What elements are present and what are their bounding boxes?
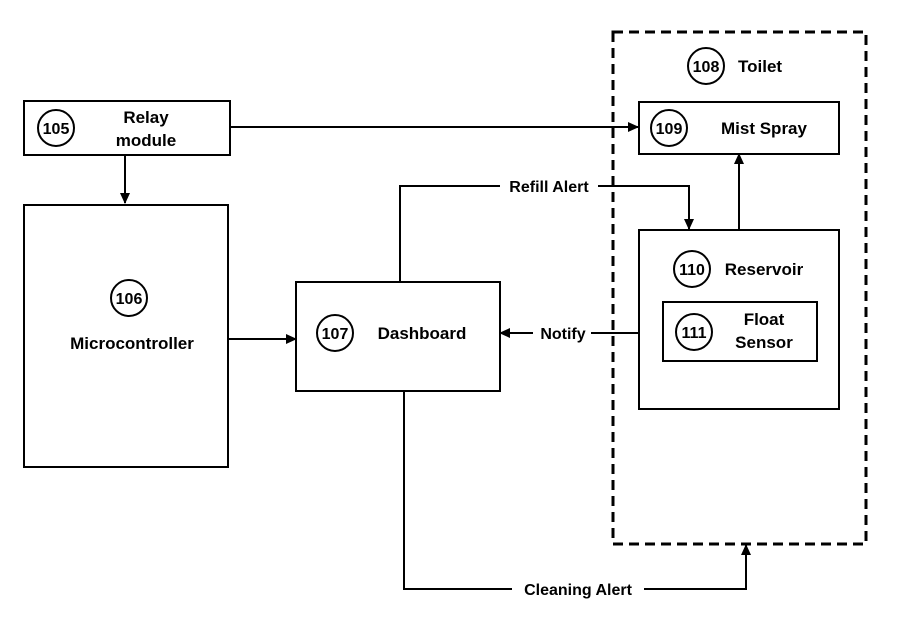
microcontroller-node: 106 Microcontroller	[23, 204, 229, 468]
float-sensor-node: 111 Float Sensor	[662, 301, 818, 362]
toilet-label: 108 Toilet	[687, 47, 782, 85]
mist-spray-node: 109 Mist Spray	[638, 101, 840, 155]
toilet-boundary	[611, 30, 868, 546]
node-number: 109	[656, 121, 683, 138]
edge-label-refill: Refill Alert	[509, 179, 589, 196]
node-label: Sensor	[735, 333, 793, 352]
node-label: Mist Spray	[721, 119, 808, 138]
edge-cleaning-alert	[403, 391, 751, 590]
node-number: 108	[693, 59, 720, 76]
node-label: Float	[744, 310, 785, 329]
node-number: 110	[679, 262, 705, 279]
node-label: Dashboard	[378, 324, 467, 343]
dashboard-node: 107 Dashboard	[295, 281, 501, 392]
node-label: Reservoir	[725, 260, 804, 279]
edge-label-cleaning: Cleaning Alert	[524, 582, 633, 599]
relay-module-node: 105 Relay module	[23, 100, 231, 156]
node-number: 111	[682, 325, 707, 342]
node-label: Microcontroller	[70, 334, 194, 353]
node-number: 105	[43, 121, 70, 138]
node-label: Relay	[123, 108, 169, 127]
node-number: 106	[116, 291, 143, 308]
node-label: Toilet	[738, 57, 782, 76]
node-number: 107	[322, 326, 349, 343]
node-label: module	[116, 131, 176, 150]
edge-label-notify: Notify	[540, 326, 585, 343]
